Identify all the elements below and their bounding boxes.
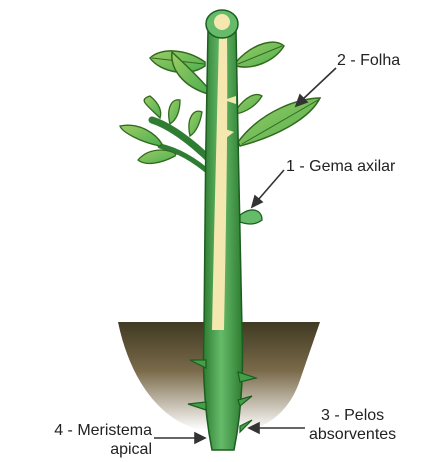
label-pelos-absorventes: 3 - Pelos absorventes bbox=[309, 406, 396, 444]
leaf-right-small bbox=[236, 95, 262, 114]
label-gema-axilar: 1 - Gema axilar bbox=[286, 158, 395, 176]
label-meristema-line1: 4 - Meristema bbox=[8, 421, 152, 440]
label-pelos-line2: absorventes bbox=[309, 425, 396, 444]
label-meristema-line2: apical bbox=[8, 440, 152, 459]
arrow-pelos bbox=[249, 423, 305, 433]
label-pelos-line1: 3 - Pelos bbox=[309, 406, 396, 425]
branch-left bbox=[120, 96, 212, 175]
leaf-upper-right bbox=[236, 42, 284, 67]
arrow-gema bbox=[252, 170, 284, 207]
arrow-meristema bbox=[154, 433, 205, 443]
label-meristema-apical: 4 - Meristema apical bbox=[8, 421, 152, 459]
label-folha: 2 - Folha bbox=[337, 52, 400, 70]
axillary-bud bbox=[240, 210, 262, 224]
